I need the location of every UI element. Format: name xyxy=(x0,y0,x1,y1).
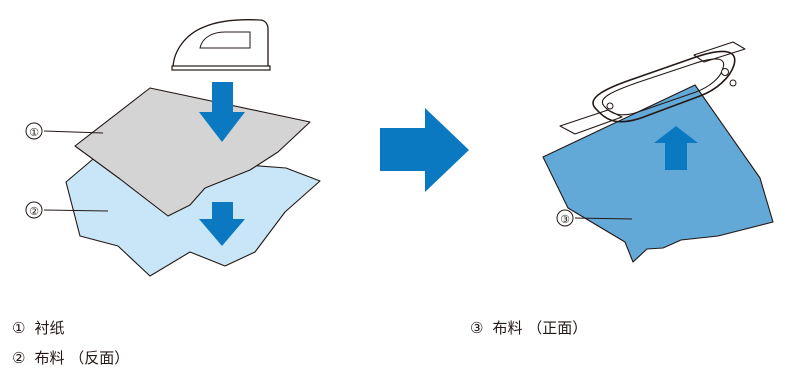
down-arrow-icon xyxy=(199,82,245,142)
legend-item-interfacing: ① 衬纸 xyxy=(12,318,64,338)
callout-1: ① xyxy=(29,126,39,139)
iron-icon xyxy=(171,19,271,71)
callout-3-leader xyxy=(574,217,633,220)
legend-label: 布料 （反面） xyxy=(34,349,130,367)
callout-1-leader xyxy=(43,130,104,134)
callout-3: ③ xyxy=(560,213,570,226)
embroidery-hoop-icon xyxy=(559,41,746,135)
callout-1-badge xyxy=(25,122,43,140)
right-arrow-icon xyxy=(380,108,469,192)
callout-3-badge xyxy=(556,209,574,227)
up-arrow-icon xyxy=(654,126,698,170)
legend-number: ③ xyxy=(470,319,484,337)
callout-2: ② xyxy=(29,205,39,218)
legend-item-fabric-front: ③ 布料 （正面） xyxy=(470,318,587,338)
legend-number: ② xyxy=(12,349,26,367)
legend-number: ① xyxy=(12,319,26,337)
down-arrow-icon xyxy=(199,202,245,246)
legend-label: 衬纸 xyxy=(34,319,65,337)
procedure-diagram: ① ② ③ xyxy=(25,19,774,277)
fabric-front-sheet xyxy=(542,84,774,263)
legend-label: 布料 （正面） xyxy=(492,319,588,337)
callout-2-leader xyxy=(43,209,109,212)
callout-2-badge xyxy=(25,201,43,219)
legend-item-fabric-back: ② 布料 （反面） xyxy=(12,348,129,368)
